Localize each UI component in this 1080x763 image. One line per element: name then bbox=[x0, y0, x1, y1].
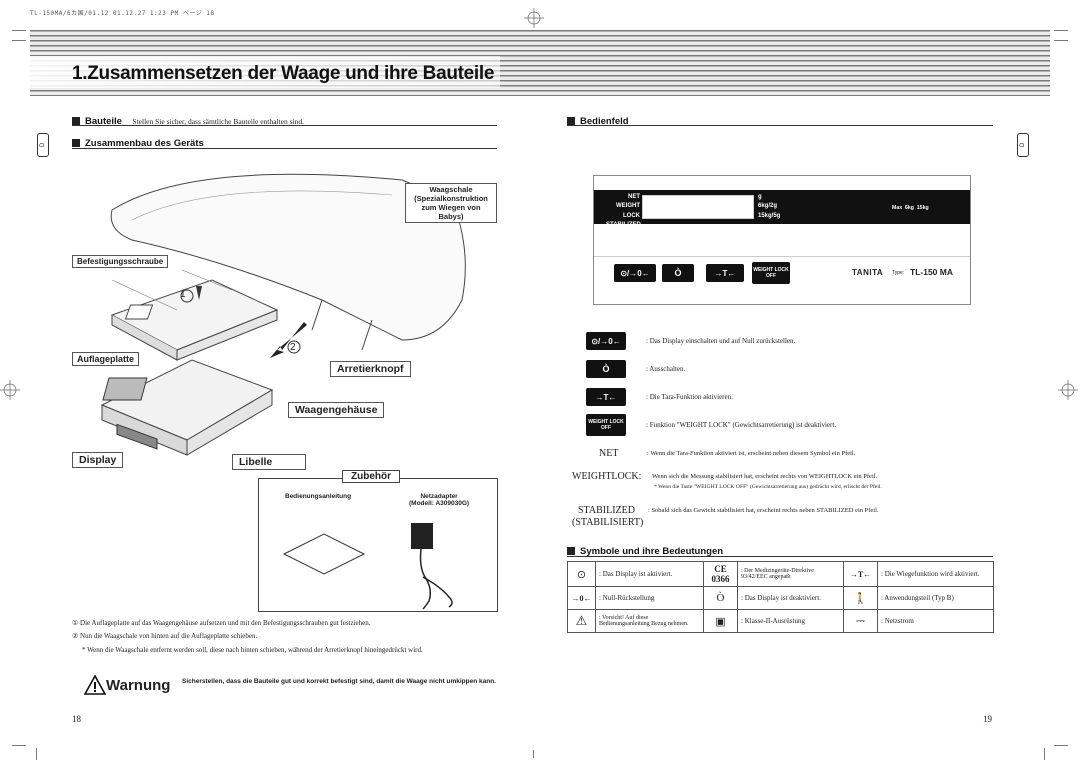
legend-weightlock-icon: WEIGHT LOCK OFF bbox=[586, 414, 626, 436]
panel-stabilized: STABILIZED bbox=[606, 221, 641, 228]
adapter-icon bbox=[411, 523, 453, 610]
symbols-row: ⚠ : Vorsicht! Auf diese Bedienungsanleit… bbox=[567, 609, 994, 633]
step-2-marker: 2 bbox=[290, 342, 296, 353]
weightlock-label: WEIGHTLOCK: bbox=[572, 471, 642, 482]
zubehoer-box: Zubehör Bedienungsanleitung Netzadapter … bbox=[258, 470, 498, 612]
legend-row: ⊙/→0← : Das Display einschalten und auf … bbox=[586, 330, 996, 358]
panel-kg1: 6kg/2g bbox=[758, 203, 778, 210]
symbol-class2-icon: ▣ bbox=[703, 609, 738, 633]
panel-g: g bbox=[758, 194, 762, 200]
model-label: TL-150 MA bbox=[910, 267, 953, 277]
brand-logo: TANITA bbox=[852, 268, 884, 277]
page-title: 1.Zusammensetzen der Waage und ihre Baut… bbox=[72, 63, 495, 84]
net-label: NET bbox=[599, 448, 619, 459]
legend-row: Ò : Ausschalten. bbox=[586, 358, 996, 386]
step-2-text: ② Nun die Waagschale von hinten auf die … bbox=[72, 632, 258, 640]
symbol-tare-icon: →T← bbox=[843, 561, 878, 587]
arretierknopf-label: Arretierknopf bbox=[330, 361, 411, 377]
warning-triangle-icon bbox=[84, 675, 106, 695]
symbol-ce-icon: CE 0366 bbox=[703, 561, 738, 587]
symbole-heading: Symbole und ihre Bedeutungen bbox=[567, 541, 723, 559]
spec-line: +5°C/+35°C bbox=[898, 283, 926, 289]
weightlock-off-button[interactable]: WEIGHT LOCK OFF bbox=[752, 262, 790, 284]
waagschale-label: Waagschale (Spezialkonstruktion zum Wieg… bbox=[405, 183, 497, 223]
legend-row: →T← : Die Tara-Funktion aktivieren. bbox=[586, 386, 996, 414]
weightlock-text: Wenn sich die Messung stabilisiert hat, … bbox=[652, 473, 878, 480]
weightlock-note: * Wenn die Taste "WEIGHT LOCK OFF" (Gewi… bbox=[654, 484, 882, 490]
stabilized-text: : Sobald sich das Gewicht stabilisiert h… bbox=[648, 507, 879, 514]
note-text: * Wenn die Waagschale entfernt werden so… bbox=[82, 646, 423, 654]
zubehoer-item-manual: Bedienungsanleitung bbox=[285, 493, 352, 500]
panel-kg2: 15kg/5g bbox=[758, 212, 781, 219]
button-legend: ⊙/→0← : Das Display einschalten und auf … bbox=[586, 330, 996, 442]
panel-net: NET bbox=[628, 194, 640, 200]
legend-row: WEIGHT LOCK OFF : Funktion "WEIGHT LOCK"… bbox=[586, 414, 996, 442]
registration-mark-top bbox=[524, 8, 544, 28]
stabilized-label-de: (STABILISIERT) bbox=[572, 517, 644, 528]
registration-mark-left bbox=[0, 380, 20, 400]
warning-word: Warnung bbox=[106, 677, 171, 694]
language-tab-left: D bbox=[37, 133, 49, 157]
waagengehaeuse-label: Waagengehäuse bbox=[288, 402, 385, 418]
print-header: TL-150MA/6カ国/01.12 01.12.27 1:23 PM ページ … bbox=[30, 10, 215, 17]
tare-button[interactable]: →T← bbox=[706, 264, 744, 282]
bauteile-section: Bauteile Stellen Sie sicher, dass sämtli… bbox=[72, 111, 497, 127]
spec-line: Max 6kg 15kg bbox=[892, 205, 929, 211]
symbol-display-on-icon: ⊙ bbox=[567, 561, 596, 587]
legend-off-icon: Ò bbox=[586, 360, 626, 378]
spec-line: e=d= 2g 5g bbox=[892, 244, 924, 250]
step-1-marker: 1 bbox=[180, 289, 186, 300]
panel-weightlock: WEIGHT LOCK bbox=[616, 203, 640, 219]
zubehoer-title: Zubehör bbox=[342, 470, 400, 483]
page-number-right: 19 bbox=[983, 714, 992, 724]
zusammenbau-heading: Zusammenbau des Geräts bbox=[72, 133, 497, 151]
symbol-off-icon: Ò bbox=[703, 586, 738, 610]
symbols-table: ⊙ : Das Display ist aktiviert. CE 0366 :… bbox=[567, 561, 994, 633]
symbol-applied-part-icon: 🚶 bbox=[843, 586, 878, 610]
befestigung-label: Befestigungsschraube bbox=[72, 255, 169, 268]
spec-line: T= -4kg bbox=[892, 263, 924, 270]
symbol-caution-icon: ⚠ bbox=[567, 609, 596, 633]
symbols-row: ⊙ : Das Display ist aktiviert. CE 0366 :… bbox=[567, 561, 994, 587]
legend-tare-icon: →T← bbox=[586, 388, 626, 406]
off-button[interactable]: Ò bbox=[662, 264, 694, 282]
auflageplatte-label: Auflageplatte bbox=[72, 352, 140, 366]
spec-line: Min 40g 100g bbox=[892, 224, 928, 231]
libelle-label: Libelle bbox=[232, 454, 306, 470]
control-panel: NET WEIGHT LOCK STABILIZED g 6kg/2g 15kg… bbox=[593, 175, 971, 305]
symbols-row: →0← : Null-Rückstellung Ò : Das Display … bbox=[567, 586, 994, 610]
zero-button[interactable]: ⊙/→0← bbox=[614, 264, 656, 282]
type-label: Type: bbox=[892, 270, 905, 276]
symbol-zero-icon: →0← bbox=[567, 586, 596, 610]
panel-display-strip: NET WEIGHT LOCK STABILIZED g 6kg/2g 15kg… bbox=[594, 190, 970, 289]
net-text: : Wenn die Tara-Funktion aktiviert ist, … bbox=[647, 450, 856, 457]
zubehoer-item-adapter: Netzadapter (Modell: A309030G) bbox=[409, 493, 470, 507]
warning-text: Sicherstellen, dass die Bauteile gut und… bbox=[182, 678, 496, 685]
bedienfeld-heading: Bedienfeld bbox=[567, 111, 629, 129]
scale-illustration bbox=[100, 173, 466, 456]
stabilized-label: STABILIZED bbox=[578, 505, 635, 516]
display-label: Display bbox=[72, 452, 124, 468]
manual-icon bbox=[282, 533, 366, 575]
legend-zero-icon: ⊙/→0← bbox=[586, 332, 626, 350]
language-tab-right: D bbox=[1017, 133, 1029, 157]
step-1-text: ① Die Auflageplatte auf das Waagengehäus… bbox=[72, 619, 371, 627]
symbol-dc-icon: ⎓ bbox=[843, 609, 878, 633]
lcd-window bbox=[642, 195, 754, 219]
registration-mark-right bbox=[1058, 380, 1078, 400]
page-number-left: 18 bbox=[72, 714, 81, 724]
